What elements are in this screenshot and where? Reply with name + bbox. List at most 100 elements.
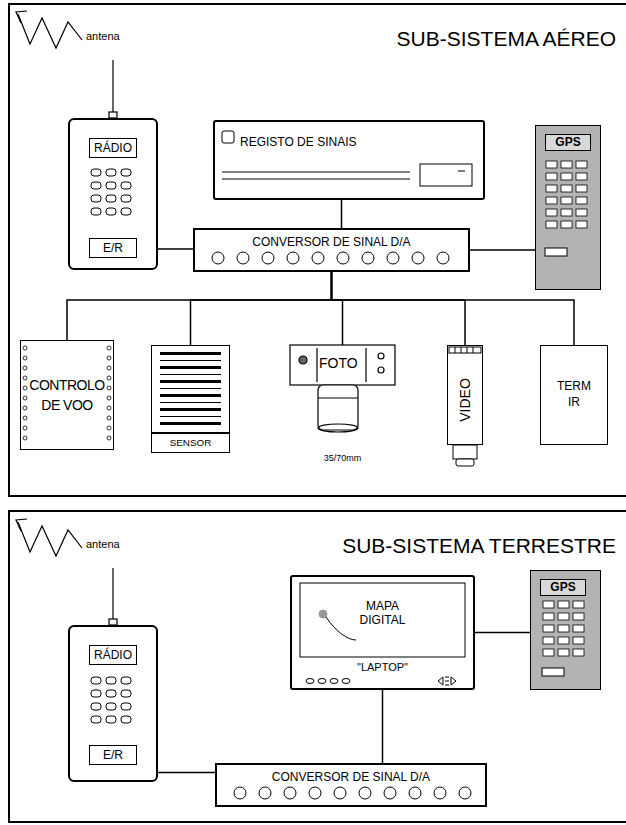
video-tick (455, 347, 456, 353)
sensor-stripes (160, 352, 221, 426)
device-label: CONVERSOR DE SINAL D/A (195, 235, 468, 249)
sensor-box: SENSOR (151, 345, 230, 453)
device-label: REGISTO DE SINAIS (240, 135, 356, 149)
video-lens-front (456, 459, 474, 466)
led (309, 787, 321, 799)
laptop-button (306, 679, 314, 684)
camera (290, 345, 395, 432)
camera-body (290, 345, 395, 385)
converter-box: CONVERSOR DE SINAL D/A (215, 763, 487, 807)
device-label: VIDEO (457, 378, 473, 422)
antenna-arrow (16, 11, 27, 23)
camera-lens (318, 385, 358, 430)
lens-label: 35/70mm (287, 453, 398, 463)
device-label: E/R (89, 745, 137, 765)
antenna-mast (112, 568, 113, 619)
connector (475, 632, 530, 634)
camera-knob (299, 356, 307, 364)
led (409, 787, 421, 799)
recorder-display (420, 164, 472, 186)
recorder-mark (458, 171, 465, 172)
camera-knob (378, 367, 384, 373)
laptop-button (318, 679, 326, 684)
device-label: GPS (545, 134, 591, 151)
connector (158, 248, 193, 250)
subsystem-panel: SUB-SISTEMA AÉREORÁDIOE/RREGISTO DE SINA… (8, 3, 626, 497)
recorder-button (222, 131, 234, 143)
led (387, 252, 399, 264)
led (384, 787, 396, 799)
connector (67, 272, 332, 340)
video-camera (449, 347, 481, 466)
antenna-arrow (16, 519, 27, 531)
gps-key (542, 668, 564, 676)
antenna-label: antena (86, 30, 120, 42)
device-label: CONVERSOR DE SINAL D/A (217, 770, 485, 784)
panel-title: SUB-SISTEMA TERRESTRE (342, 534, 616, 558)
converter-box: CONVERSOR DE SINAL D/A (193, 228, 470, 272)
gps-keypad (542, 600, 587, 660)
laptop-button (342, 679, 350, 684)
video-tick (473, 347, 474, 353)
gps-key (545, 248, 567, 256)
converter-leds (234, 787, 471, 799)
antenna-mast (112, 60, 113, 112)
connector (332, 272, 343, 345)
map-point (319, 610, 327, 618)
led (237, 252, 249, 264)
device-label: E/R (89, 238, 137, 258)
recorder-slot (222, 172, 410, 173)
led (234, 787, 246, 799)
radio-device: RÁDIOE/R (68, 118, 158, 270)
paper-perforation (104, 343, 114, 443)
led (259, 787, 271, 799)
led (459, 787, 471, 799)
led (312, 252, 324, 264)
video-tick (461, 347, 462, 353)
antenna-label: antena (86, 538, 120, 550)
camera-line (365, 348, 366, 382)
camera-line (316, 348, 317, 382)
led (337, 252, 349, 264)
antenna (16, 11, 117, 118)
radio-device: RÁDIO E/R (68, 625, 158, 782)
device-label: RÁDIO (89, 645, 137, 665)
antenna-wave (18, 14, 82, 48)
connector (382, 690, 384, 763)
connector (158, 772, 215, 774)
led (412, 252, 424, 264)
led (284, 787, 296, 799)
led (434, 787, 446, 799)
gps-body (530, 570, 601, 690)
led (212, 252, 224, 264)
led (262, 252, 274, 264)
subsystem-panel: SUB-SISTEMA TERRESTRE RÁDIO E/R MAPA DIGITA… (8, 510, 626, 823)
connector (341, 200, 343, 228)
device-label: SENSOR (152, 432, 229, 452)
recorder-details (222, 131, 472, 186)
device-label: CONTROLO DE VOO (29, 375, 104, 416)
video-camera-box: VIDEO (447, 345, 483, 445)
converter-leds (212, 252, 449, 264)
radio-keypad (90, 168, 135, 220)
recorder-box: REGISTO DE SINAIS (213, 120, 485, 200)
gps-device: GPS (530, 570, 601, 690)
laptop-button (330, 679, 338, 684)
led (362, 252, 374, 264)
connector (191, 272, 332, 345)
connector (332, 272, 575, 345)
led (359, 787, 371, 799)
lens-ring (318, 397, 358, 398)
radio-keypad (90, 676, 135, 728)
photo-camera: FOTO35/70mm (287, 345, 398, 463)
led (287, 252, 299, 264)
led (334, 787, 346, 799)
map-route (326, 617, 356, 640)
paper-perforation (20, 343, 30, 443)
connector (470, 249, 535, 251)
screen-label: MAPA DIGITAL (360, 599, 406, 627)
laptop-symbol (438, 677, 456, 685)
